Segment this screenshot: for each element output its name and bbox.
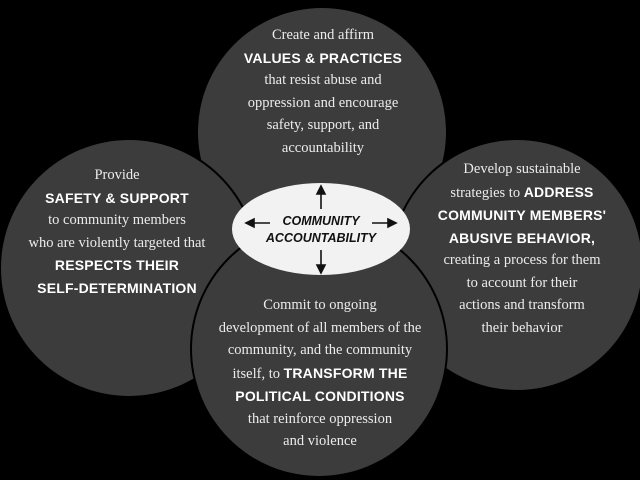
left-line-4: who are violently targeted that [28, 234, 206, 251]
right-line-7: actions and transform [459, 297, 585, 313]
values-practices-text: Create and affirm VALUES & PRACTICES tha… [210, 24, 436, 159]
right-line-8: their behavior [481, 319, 563, 336]
left-line-1: Provide [94, 167, 140, 183]
bottom-line-7: and violence [283, 433, 357, 449]
left-heading-2: RESPECTS THEIR [54, 257, 180, 273]
left-heading: SAFETY & SUPPORT [45, 189, 189, 206]
bottom-line-2: development of all members of the [218, 319, 422, 336]
center-label: COMMUNITY ACCOUNTABILITY [232, 213, 410, 247]
arrow-right-head-icon [387, 217, 398, 229]
top-line-6: accountability [281, 139, 365, 156]
bottom-line-3: community, and the community [227, 342, 413, 358]
bottom-line-1: Commit to ongoing [263, 297, 377, 313]
right-line-5: creating a process for them [443, 252, 601, 268]
right-line-2: strategies to ADDRESS [418, 181, 626, 205]
center-label-line-2: ACCOUNTABILITY [265, 231, 377, 245]
right-line-2a: strategies to [450, 184, 521, 201]
top-line-1: Create and affirm [272, 27, 374, 43]
arrow-down-head-icon [315, 264, 327, 275]
arrow-up-head-icon [315, 184, 327, 195]
top-heading: VALUES & PRACTICES [243, 49, 403, 66]
right-heading-c: ABUSIVE BEHAVIOR, [448, 229, 596, 246]
right-line-6: to account for their [466, 274, 578, 291]
bottom-line-6: that reinforce oppression [247, 410, 393, 427]
top-line-4: oppression and encourage [247, 94, 399, 111]
top-line-3: that resist abuse and [264, 72, 382, 88]
bottom-line-4a: itself, to [232, 365, 280, 382]
right-heading-a: ADDRESS [523, 183, 594, 200]
left-line-3: to community members [48, 212, 186, 228]
safety-support-text: Provide SAFETY & SUPPORT to community me… [8, 164, 226, 299]
political-conditions-text: Commit to ongoing development of all mem… [200, 294, 440, 453]
arrow-left-head-icon [244, 217, 255, 229]
center-label-line-1: COMMUNITY [282, 214, 360, 228]
bottom-heading-b: POLITICAL CONDITIONS [235, 388, 405, 404]
bottom-heading-a: TRANSFORM THE [283, 364, 408, 381]
left-heading-3: SELF-DETERMINATION [37, 279, 197, 296]
address-behavior-text: Develop sustainable strategies to ADDRES… [418, 158, 626, 339]
bottom-line-4: itself, to TRANSFORM THE [200, 362, 440, 386]
right-line-1: Develop sustainable [463, 161, 581, 177]
right-heading-b: COMMUNITY MEMBERS' [437, 207, 607, 223]
top-line-5: safety, support, and [266, 117, 380, 133]
